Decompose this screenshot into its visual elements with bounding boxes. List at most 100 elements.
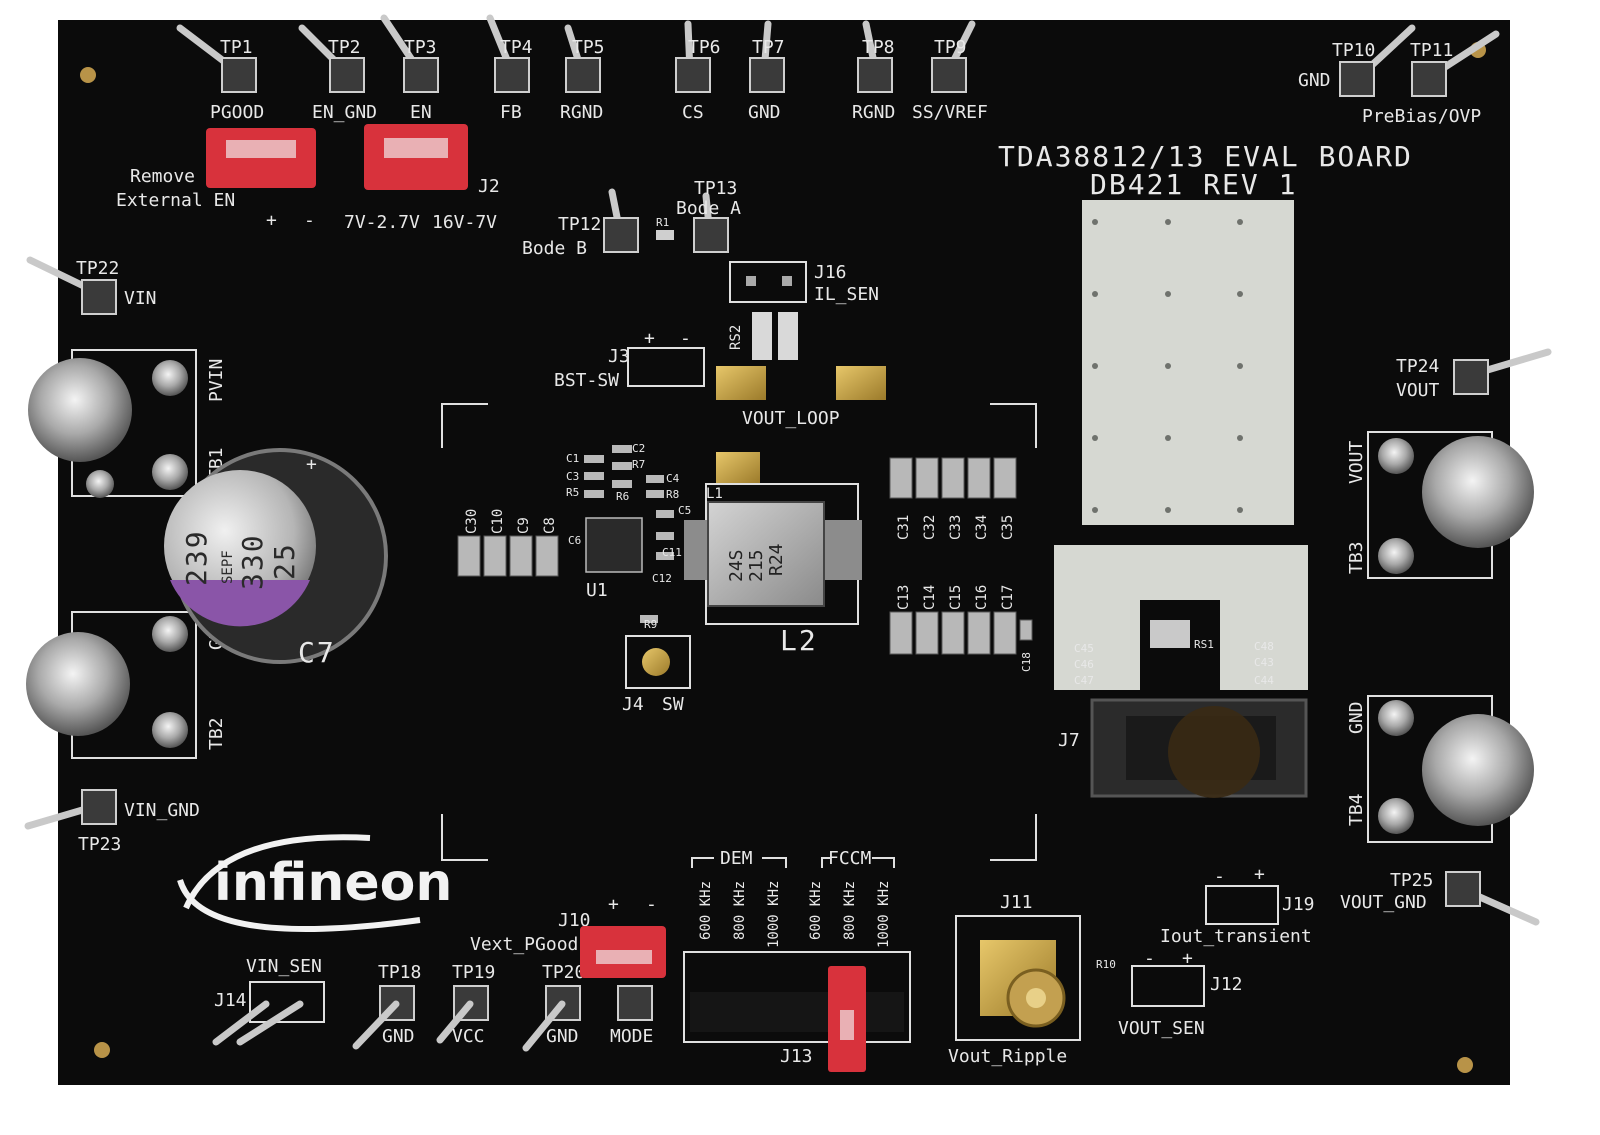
j4-connector: J4 SW (622, 635, 691, 715)
tb4-label: TB4 (1346, 793, 1367, 826)
c45-label: C45 (1074, 642, 1094, 655)
j19-plus: + (1254, 864, 1265, 885)
c11-label: C11 (662, 546, 682, 559)
j10-minus: - (646, 894, 657, 915)
tp7-net: GND (748, 102, 781, 123)
j16-net: IL_SEN (814, 284, 879, 305)
tp18-net: GND (382, 1026, 415, 1047)
c43-label: C43 (1254, 656, 1274, 669)
c48-label: C48 (1254, 640, 1274, 653)
tp6-net: CS (682, 102, 704, 123)
r5-label: R5 (566, 486, 579, 499)
fccm-1000-label: 1000 KHz (876, 881, 892, 948)
c14-label: C14 (922, 585, 938, 610)
c7-print-3: 330 (236, 533, 269, 590)
j11-label: J11 (1000, 892, 1033, 913)
tp23-label: TP23 (78, 834, 121, 855)
j13-mode-selector: DEM FCCM 600 KHz 800 KHz 1000 KHz 600 KH… (683, 848, 911, 1072)
c44-label: C44 (1254, 674, 1274, 687)
tb4-net: GND (1346, 701, 1367, 734)
j14-label: J14 (214, 990, 247, 1011)
bode-test-points: TP12 Bode B TP13 Bode A R1 (522, 178, 741, 259)
j10-header: Vext_PGood J10 + - (470, 894, 666, 978)
plus-sign-2: + (644, 328, 655, 349)
j16-header: J16 IL_SEN RS2 (728, 261, 879, 360)
j14-net: VIN_SEN (246, 956, 322, 977)
tp10-label: TP10 (1332, 40, 1375, 61)
tp18-label: TP18 (378, 962, 421, 983)
c10-label: C10 (490, 509, 506, 534)
capacitor-c7: + 239 SEPF 330 25 C7 (164, 448, 388, 669)
tp4-net: FB (500, 102, 522, 123)
tp3-net: EN (410, 102, 432, 123)
r8-label: R8 (666, 488, 679, 501)
c1-label: C1 (566, 452, 579, 465)
c4-label: C4 (666, 472, 680, 485)
tb1-net: PVIN (206, 359, 227, 402)
dem-600-label: 600 KHz (698, 881, 714, 940)
r9-label: R9 (644, 618, 657, 631)
c16-label: C16 (974, 585, 990, 610)
l2-print-3: 24S (726, 549, 747, 582)
plus-sign-1: + (266, 210, 277, 231)
right-terminals: TP24 VOUT VOUT TB3 GND TB4 TP25 VOUT_GND… (1160, 348, 1552, 947)
tp24-net: VOUT (1396, 380, 1440, 401)
c8-label: C8 (542, 517, 558, 534)
j3-net: BST-SW (554, 370, 619, 391)
c7-print-2: SEPF (220, 550, 236, 584)
dem-800-label: 800 KHz (732, 881, 748, 940)
c30-label: C30 (464, 509, 480, 534)
r1-label: R1 (656, 216, 669, 229)
c7-print-4: 25 (268, 542, 301, 580)
c34-label: C34 (974, 515, 990, 540)
j4-net: SW (662, 694, 684, 715)
tp19-net: VCC (452, 1026, 485, 1047)
tp9-net: SS/VREF (912, 102, 988, 123)
c12-label: C12 (652, 572, 672, 585)
j11-net: Vout_Ripple (948, 1046, 1067, 1067)
inductor-l2: L1 R24 215 24S L2 (684, 452, 862, 657)
c2-label: C2 (632, 442, 645, 455)
j10-net: Vext_PGood (470, 934, 578, 955)
c13-label: C13 (896, 585, 912, 610)
j12-label: J12 (1210, 974, 1243, 995)
r6-label: R6 (616, 490, 629, 503)
tp11-net: PreBias/OVP (1362, 106, 1481, 127)
bottom-test-points: VIN_SEN J14 TP18 GND TP19 VCC TP20 GND M… (212, 956, 653, 1052)
tp24-label: TP24 (1396, 356, 1439, 377)
j10-label: J10 (558, 910, 591, 931)
vout-loop-label: VOUT_LOOP (742, 408, 840, 429)
j7-connector: J7 (1058, 698, 1308, 798)
board-title: TDA38812/13 EVAL BOARD (998, 140, 1413, 173)
r7-label: R7 (632, 458, 645, 471)
tp4-label: TP4 (500, 37, 533, 58)
j11-sma: J11 Vout_Ripple (948, 892, 1081, 1067)
j2-label: J2 (478, 176, 500, 197)
tp20-net: GND (546, 1026, 579, 1047)
c15-label: C15 (948, 585, 964, 610)
r10-label: R10 (1096, 958, 1116, 971)
external-en-label: External EN (116, 190, 235, 211)
j10-plus: + (608, 894, 619, 915)
fccm-800-label: 800 KHz (842, 881, 858, 940)
j3-label: J3 (608, 346, 630, 367)
tp20-label: TP20 (542, 962, 585, 983)
tb3-net: VOUT (1346, 440, 1367, 484)
tp22-label: TP22 (76, 258, 119, 279)
tp13-label: TP13 (694, 178, 737, 199)
tp1-net: PGOOD (210, 102, 264, 123)
j2-left-label: 7V-2.7V (344, 212, 420, 233)
dem-label: DEM (720, 848, 753, 869)
l2-print-1: R24 (766, 543, 787, 576)
tp8-net: RGND (852, 102, 895, 123)
output-caps: C31 C32 C33 C34 C35 C13 C14 C15 C16 C17 … (889, 457, 1033, 672)
j3-header: J3 BST-SW + - (554, 328, 705, 391)
minus-sign-1: - (304, 210, 315, 231)
tb2-label: TB2 (206, 717, 227, 750)
tp10-net: GND (1298, 70, 1331, 91)
j2-right-label: 16V-7V (432, 212, 497, 233)
infineon-logo: infineon (177, 834, 452, 932)
tp3-label: TP3 (404, 37, 437, 58)
j16-label: J16 (814, 262, 847, 283)
load-caps: C45 C46 C47 C48 C43 C44 (1074, 640, 1274, 687)
